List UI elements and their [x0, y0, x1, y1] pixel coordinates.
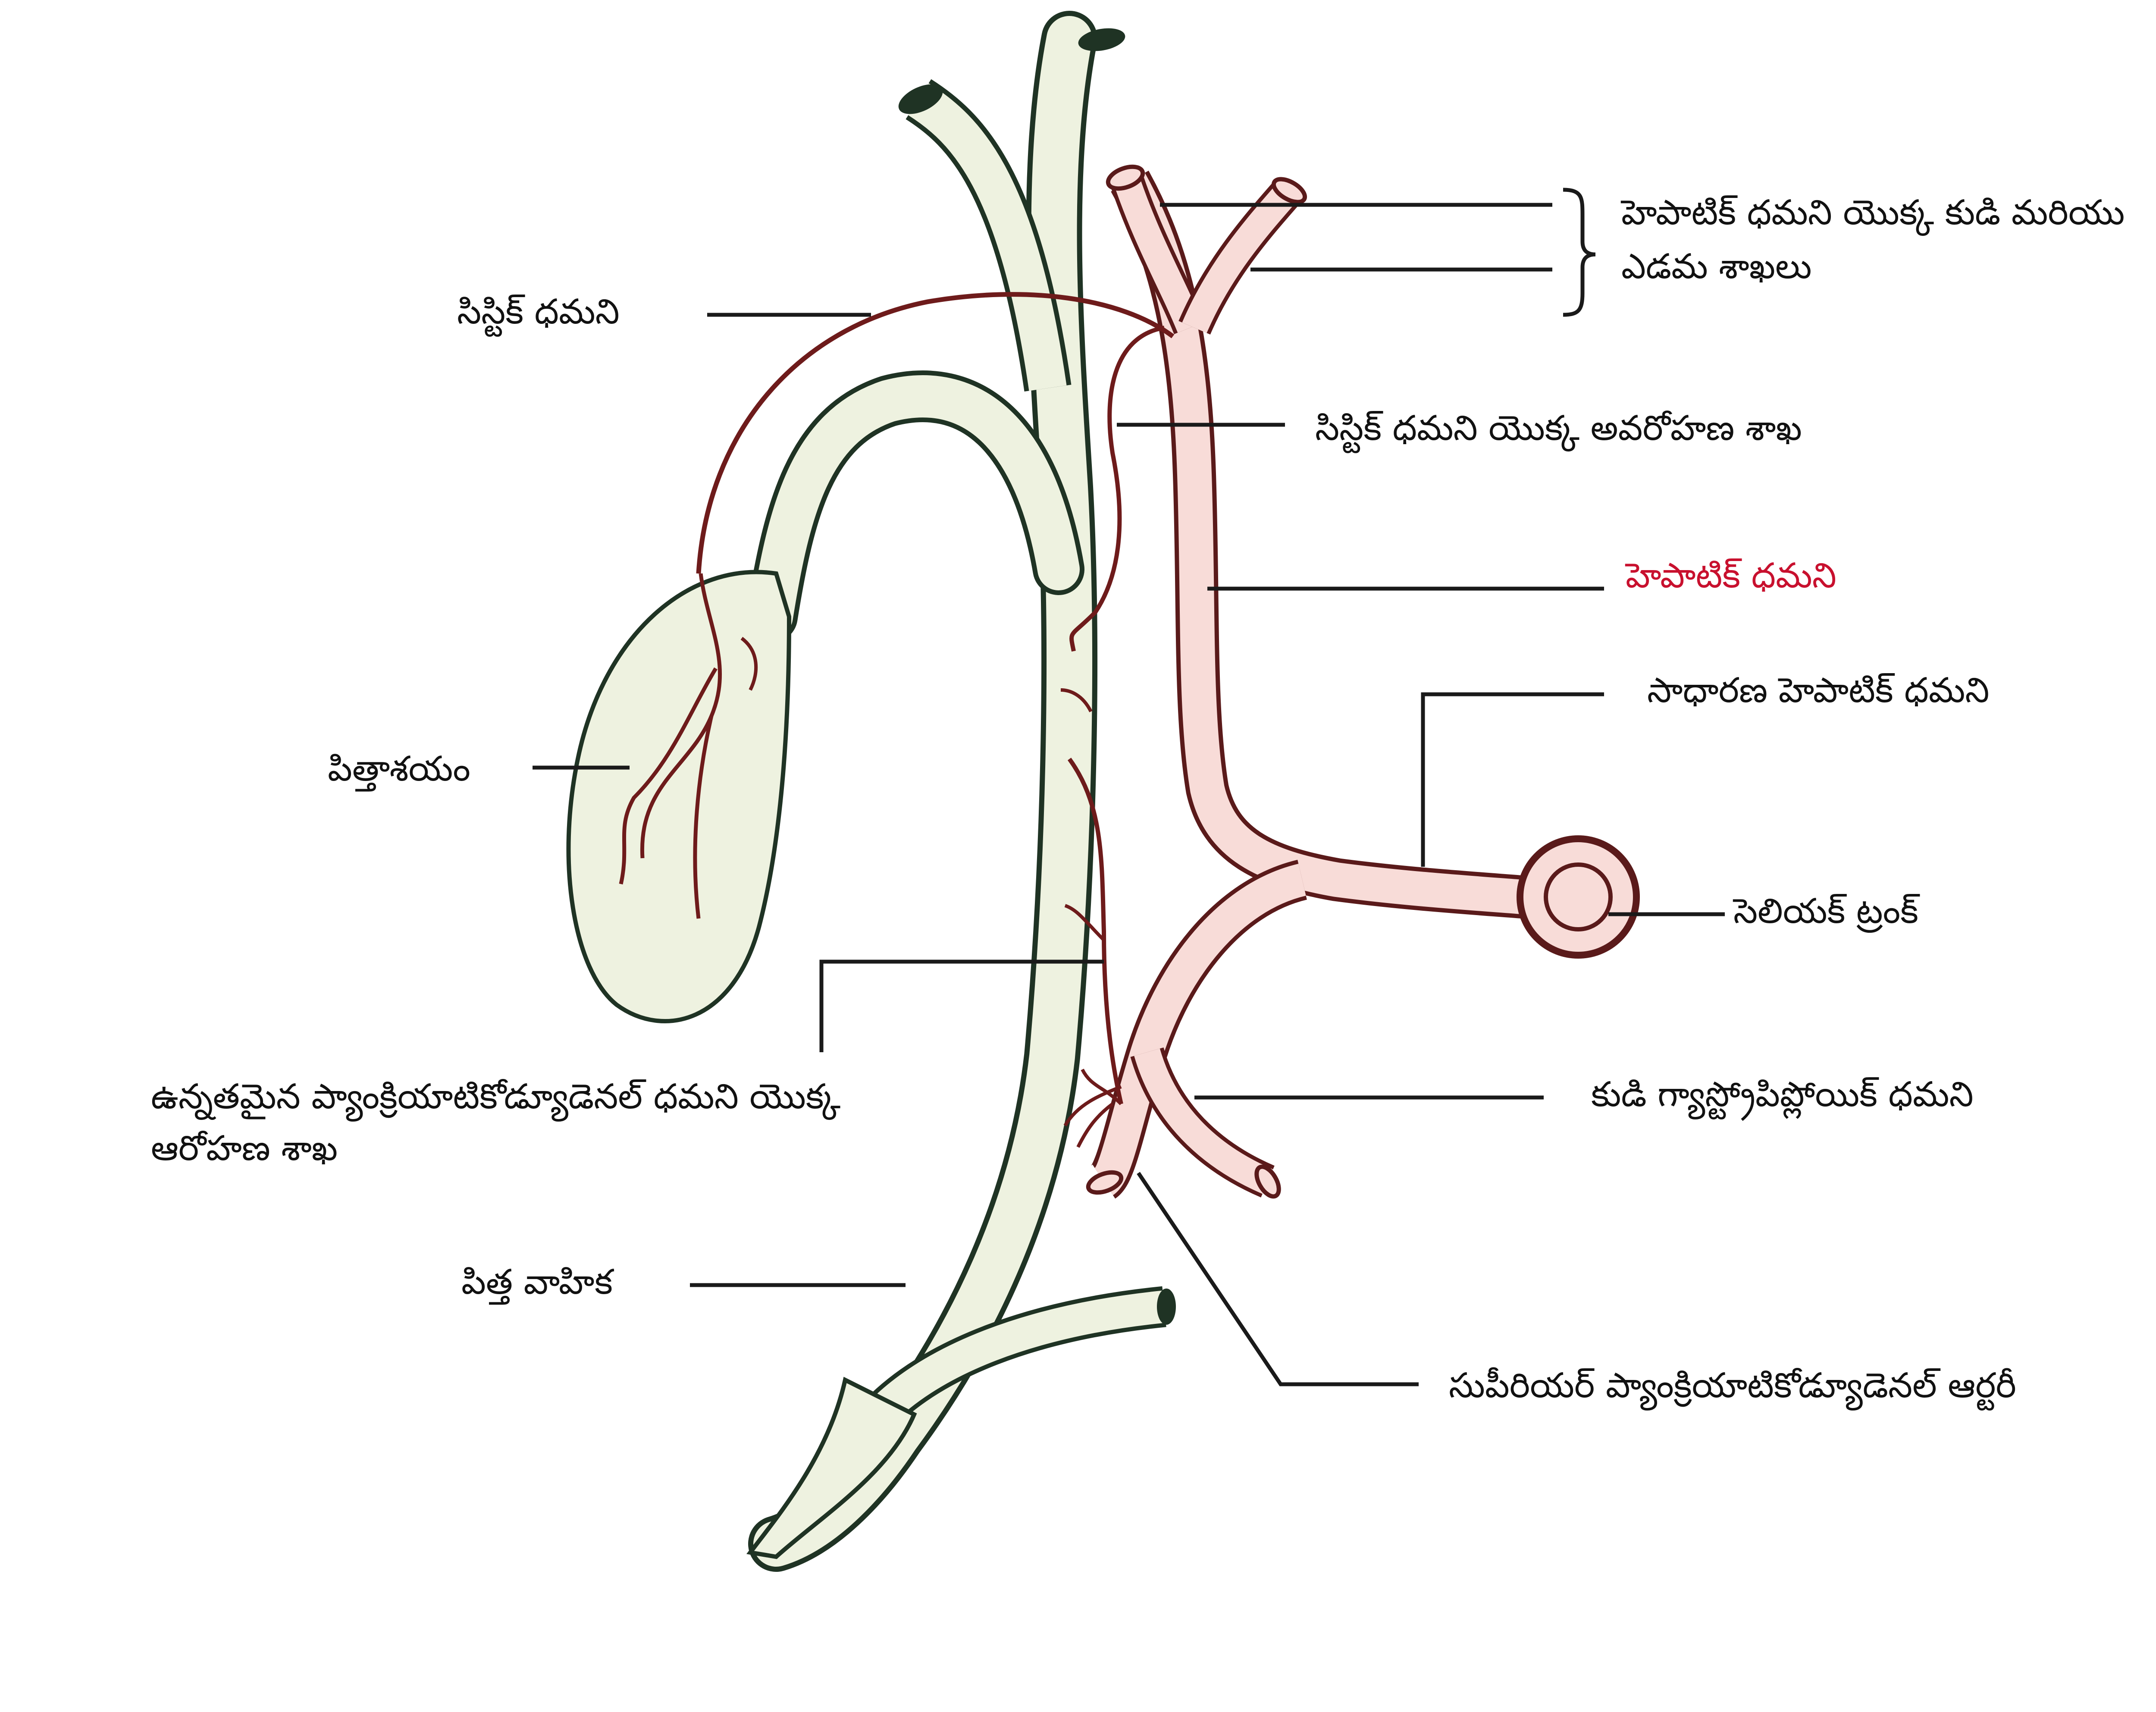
ascending-branch-twig-1 — [1081, 1069, 1122, 1105]
brace-hepatic-branches — [1563, 188, 1596, 317]
label-ascending-branch-line2: ఆరోహణ శాఖ — [151, 1128, 338, 1168]
label-bile-duct: పిత్త వాహిక — [461, 1262, 614, 1305]
label-celiac-trunk: సెలియక్ ట్రంక్ — [1733, 891, 1920, 933]
label-cystic-artery: సిస్టిక్ ధమని — [457, 292, 620, 337]
label-descending-branch: సిస్టిక్ ధమని యొక్క అవరోహణ శాఖ — [1315, 408, 1802, 453]
lower-duct-end — [1157, 1289, 1176, 1325]
label-hepatic-branches-line1: హెపాటిక్ ధమని యొక్క కుడి మరియు — [1620, 192, 2125, 236]
cystic-artery — [696, 292, 1175, 574]
label-gallbladder: పిత్తాశయం — [328, 749, 470, 792]
label-hepatic-artery: హెపాటిక్ ధమని — [1625, 555, 1836, 596]
leader-superior-pancreaticoduodenal — [1137, 1172, 1419, 1386]
gastroduodenal-end — [1086, 1170, 1124, 1195]
labels: హెపాటిక్ ధమని యొక్క కుడి మరియు ఎడమ శాఖలు… — [151, 192, 2125, 1411]
label-common-hepatic-artery: సాధారణ హెపాటిక్ ధమని — [1647, 670, 1990, 710]
leader-common-hepatic-artery — [1421, 692, 1604, 867]
ascending-branch-twig-2 — [1064, 904, 1105, 941]
label-hepatic-branches-line2: ఎడమ శాఖలు — [1621, 246, 1812, 286]
right-duct-end — [1078, 28, 1125, 51]
label-superior-pancreaticoduodenal: సుపీరియర్ ప్యాంక్రియాటికోడ్యూడెనల్ ఆర్టర… — [1449, 1365, 2016, 1411]
right-hepatic-end — [1106, 164, 1145, 191]
label-ascending-branch-line1: ఉన్నతమైన ప్యాంక్రియాటికోడ్యూడెనల్ ధమని య… — [151, 1076, 840, 1122]
left-duct-end — [898, 84, 943, 114]
leader-lines — [533, 188, 1725, 1386]
ascending-branch-twig-3 — [1060, 688, 1093, 712]
cystic-artery-gallbladder-twig — [740, 637, 758, 691]
celiac-trunk-inner — [1544, 862, 1613, 931]
gastroepiploic-end — [1254, 1164, 1281, 1199]
left-hepatic-end — [1271, 177, 1307, 204]
biliary-tree — [566, 11, 1176, 1572]
gallbladder — [566, 570, 792, 1024]
ascending-pancreaticoduodenal-branch — [1067, 758, 1123, 1105]
cystic-artery-descending-branch — [1069, 326, 1165, 652]
cystic-artery-gallbladder-branch-2 — [619, 667, 718, 884]
superior-pancreaticoduodenal-twigs — [1063, 1085, 1122, 1148]
label-right-gastroepiploic: కుడి గ్యాస్ట్రోపిప్లోయిక్ ధమని — [1591, 1074, 1974, 1121]
ampulla — [746, 1376, 917, 1559]
leader-ascending-branch — [819, 959, 1104, 1052]
cystic-artery-gallbladder-branch-3 — [693, 715, 714, 919]
